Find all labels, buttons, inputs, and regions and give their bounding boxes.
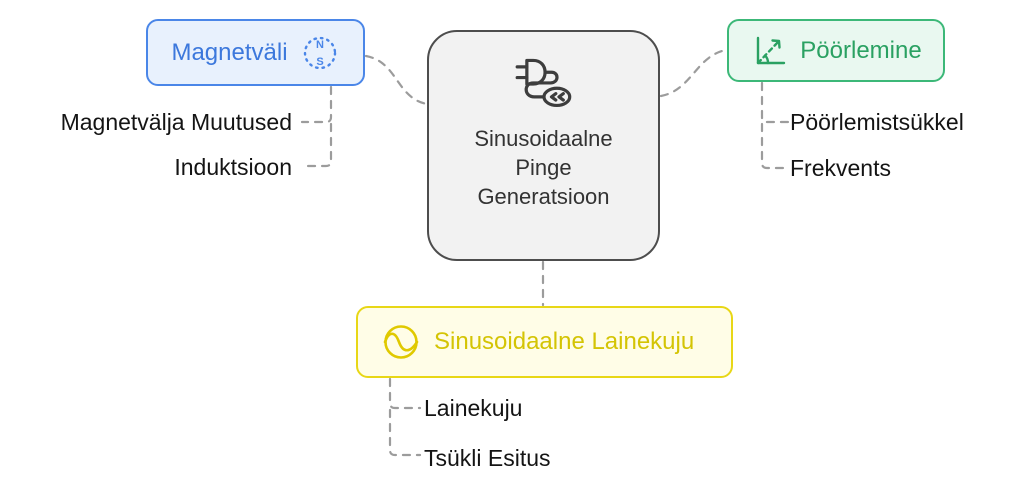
connector-wave-child1 — [388, 377, 422, 410]
connector-rotation-child2 — [760, 122, 790, 170]
sub-label-cycle-representation: Tsükli Esitus — [424, 445, 551, 471]
sub-label-waveform: Lainekuju — [424, 395, 523, 421]
center-title-line3: Generatsioon — [477, 184, 610, 209]
sub-label-induction: Induktsioon — [174, 154, 292, 180]
center-node-title: Sinusoidaalne Pinge Generatsioon — [474, 124, 612, 211]
sub-label-frequency: Frekvents — [790, 155, 891, 181]
connector-center-to-rotation — [659, 48, 728, 98]
sub-label-magnet-changes: Magnetvälja Muutused — [60, 109, 292, 135]
center-title-line1: Sinusoidaalne — [474, 126, 613, 151]
sine-wave-icon — [383, 325, 419, 359]
connector-magnet-to-center — [364, 54, 429, 106]
compass-icon: N S — [303, 36, 336, 69]
sub-label-rotation-cycle: Pöörlemistsükkel — [790, 109, 964, 135]
plug-icon — [515, 58, 571, 108]
compass-south-label: S — [316, 56, 323, 68]
magnet-field-node[interactable]: Magnetväli N S — [146, 19, 365, 86]
compass-north-label: N — [316, 39, 324, 51]
center-node[interactable]: Sinusoidaalne Pinge Generatsioon — [427, 30, 660, 261]
rotation-angle-icon — [757, 36, 786, 64]
connector-rotation-child1 — [760, 81, 790, 124]
magnet-field-label: Magnetväli — [171, 38, 288, 66]
connector-magnet-child2 — [303, 122, 333, 168]
connector-wave-child2 — [388, 408, 422, 457]
rotation-label: Pöörlemine — [800, 36, 922, 64]
rotation-node[interactable]: Pöörlemine — [727, 19, 945, 82]
sine-waveform-node[interactable]: Sinusoidaalne Lainekuju — [356, 306, 733, 378]
connector-magnet-child1 — [300, 85, 333, 124]
sine-waveform-label: Sinusoidaalne Lainekuju — [434, 328, 695, 355]
center-title-line2: Pinge — [515, 155, 572, 180]
